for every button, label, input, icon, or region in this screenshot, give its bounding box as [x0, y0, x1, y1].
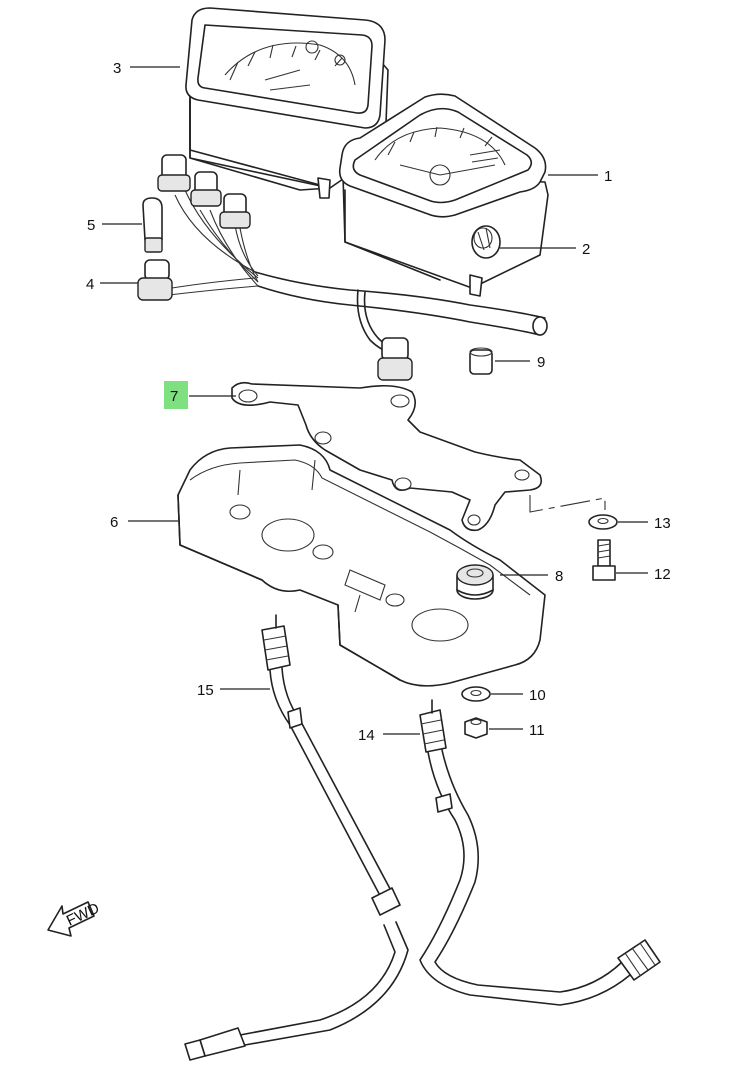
callout-7[interactable]: 7 [170, 388, 178, 405]
callout-5[interactable]: 5 [87, 217, 95, 234]
part-9-spacer[interactable] [469, 347, 493, 375]
part-3-tachometer[interactable] [185, 7, 389, 199]
part-13-washer[interactable] [588, 514, 618, 530]
callout-1[interactable]: 1 [604, 168, 612, 185]
part-1-speedometer[interactable] [338, 93, 549, 297]
part-8-grommet[interactable] [456, 564, 494, 600]
callout-6[interactable]: 6 [110, 514, 118, 531]
part-4-socket[interactable] [137, 259, 173, 301]
callout-14[interactable]: 14 [358, 727, 375, 744]
part-11-nut[interactable] [464, 717, 488, 739]
callout-4[interactable]: 4 [86, 276, 94, 293]
callout-7-highlight [164, 381, 188, 409]
callout-10[interactable]: 10 [529, 687, 546, 704]
socket-bulb-c [219, 193, 251, 229]
leader-lines [100, 66, 648, 735]
part-2-reset-knob[interactable] [471, 225, 501, 259]
grommet-socket-lower [377, 337, 413, 381]
wiring-harness [137, 154, 548, 381]
part-14-speedometer-cable[interactable] [419, 699, 661, 1006]
part-5-bulb[interactable] [142, 197, 163, 253]
part-12-bolt[interactable] [592, 539, 616, 581]
part-15-tachometer-cable[interactable] [184, 614, 409, 1061]
part-6-lower-case[interactable] [177, 444, 546, 687]
callout-labels: 3 1 2 5 4 9 7 6 8 13 12 10 11 15 14 [86, 60, 671, 744]
callout-2[interactable]: 2 [582, 241, 590, 258]
part-10-washer[interactable] [461, 686, 491, 702]
callout-15[interactable]: 15 [197, 682, 214, 699]
callout-3[interactable]: 3 [113, 60, 121, 77]
callout-8[interactable]: 8 [555, 568, 563, 585]
fwd-arrow-icon: FWD [47, 900, 102, 937]
callout-12[interactable]: 12 [654, 566, 671, 583]
socket-bulb-a [157, 154, 191, 192]
callout-13[interactable]: 13 [654, 515, 671, 532]
socket-bulb-b [190, 171, 222, 207]
callout-9[interactable]: 9 [537, 354, 545, 371]
callout-11[interactable]: 11 [529, 722, 545, 739]
part-7-bracket[interactable] [231, 381, 543, 532]
